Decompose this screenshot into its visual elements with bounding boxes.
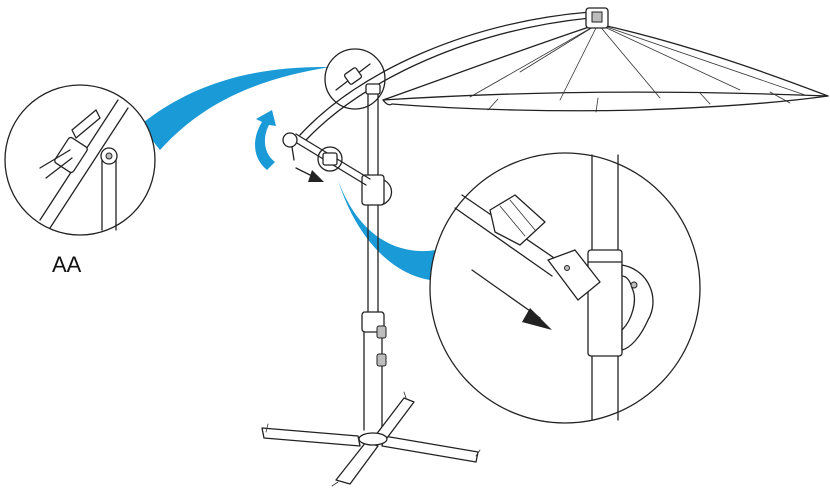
crank-handle xyxy=(282,132,371,186)
detail-label-aa: AA xyxy=(52,252,82,277)
callout-swoosh-left xyxy=(140,66,330,150)
main-pole xyxy=(361,83,393,431)
callout-swoosh-right xyxy=(338,180,436,280)
cross-base xyxy=(261,391,481,487)
canopy xyxy=(382,23,829,113)
rotate-arrow-icon xyxy=(255,110,276,170)
curved-arm xyxy=(299,11,591,136)
detail-marker-circle xyxy=(324,48,386,110)
detail-crank-circle xyxy=(429,152,701,424)
direction-arrow-small-icon xyxy=(295,167,324,182)
direction-arrow-large-icon xyxy=(471,269,552,330)
detail-aa-circle xyxy=(4,84,156,236)
